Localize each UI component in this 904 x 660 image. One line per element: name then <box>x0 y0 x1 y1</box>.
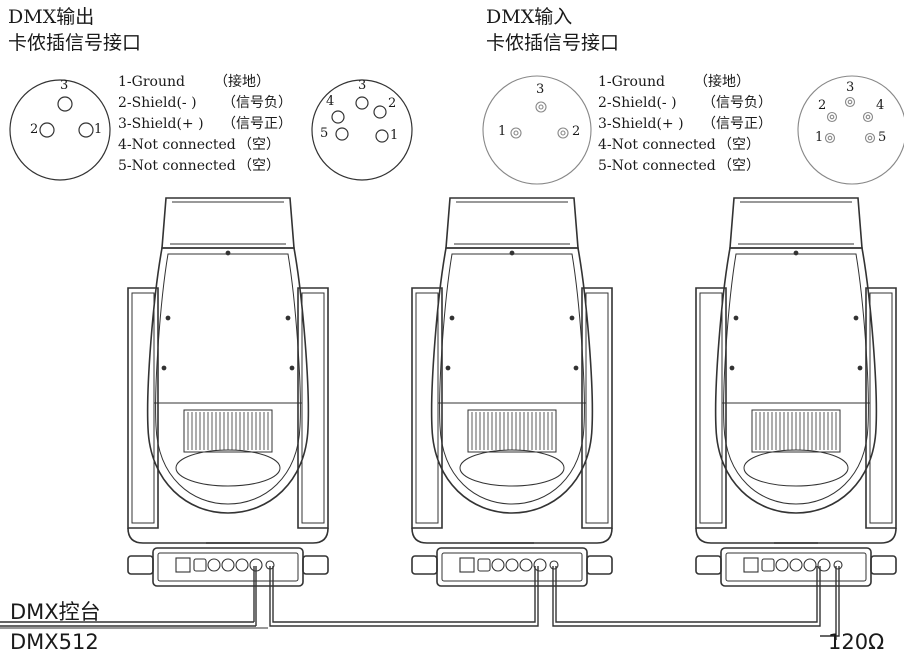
pin-row: 3-Shield(+ ) （信号正） <box>118 114 318 135</box>
pin-desc: 4-Not connected <box>118 137 236 153</box>
pin-number: 2 <box>572 124 581 139</box>
dmx-out-title: DMX输出 <box>8 6 95 28</box>
xlr5-in-connector <box>797 75 904 185</box>
pin-number: 1 <box>94 122 103 137</box>
pin-desc: 4-Not connected <box>598 137 716 153</box>
dmx-in-title: DMX输入 <box>486 6 573 28</box>
pin-row: 4-Not connected（空） <box>118 135 318 156</box>
pin-number: 5 <box>878 130 887 145</box>
terminator-label: 120Ω <box>828 630 885 654</box>
pin-row: 5-Not connected（空） <box>598 156 798 177</box>
pin-number: 1 <box>390 128 399 143</box>
pin-number: 2 <box>30 122 39 137</box>
pin-desc: 5-Not connected <box>598 158 716 174</box>
pin-number: 3 <box>536 82 545 97</box>
pin-desc-cn: （空） <box>718 137 760 153</box>
pin-desc-cn: （信号负） <box>222 95 292 111</box>
pin-desc: 2-Shield(- ) <box>118 95 197 111</box>
pin-row: 5-Not connected（空） <box>118 156 318 177</box>
pin-number: 3 <box>60 78 69 93</box>
pin-row: 1-Ground （接地） <box>118 72 318 93</box>
dmx-in-pin-list: 1-Ground （接地） 2-Shield(- ) （信号负） 3-Shield(… <box>598 72 798 177</box>
pin-desc-cn: （接地） <box>214 74 270 90</box>
pin-number: 2 <box>388 96 397 111</box>
pin-desc: 1-Ground <box>118 74 185 90</box>
pin-number: 5 <box>320 126 329 141</box>
pin-number: 1 <box>815 130 824 145</box>
dmx-out-pin-list: 1-Ground （接地） 2-Shield(- ) （信号负） 3-Shield(… <box>118 72 318 177</box>
pin-row: 1-Ground （接地） <box>598 72 798 93</box>
pin-desc-cn: （信号负） <box>702 95 772 111</box>
pin-row: 3-Shield(+ ) （信号正） <box>598 114 798 135</box>
dmx-out-subtitle: 卡侬插信号接口 <box>8 32 142 54</box>
pin-desc: 1-Ground <box>598 74 665 90</box>
pin-desc-cn: （接地） <box>694 74 750 90</box>
pin-number: 2 <box>818 98 827 113</box>
pin-row: 4-Not connected（空） <box>598 135 798 156</box>
pin-number: 4 <box>876 98 885 113</box>
fixture-3 <box>695 197 897 587</box>
pin-desc-cn: （信号正） <box>222 116 292 132</box>
fixture-1 <box>127 197 329 587</box>
dmx-cable <box>0 566 840 640</box>
pin-desc-cn: （空） <box>718 158 760 174</box>
pin-desc-cn: （空） <box>238 137 280 153</box>
fixture-2 <box>411 197 613 587</box>
pin-desc: 2-Shield(- ) <box>598 95 677 111</box>
xlr3-in-connector <box>482 75 592 185</box>
pin-number: 3 <box>358 78 367 93</box>
controller-label: DMX控台 <box>10 600 101 624</box>
pin-desc-cn: （空） <box>238 158 280 174</box>
xlr5-out-connector <box>311 79 413 181</box>
pin-number: 3 <box>846 80 855 95</box>
pin-number: 4 <box>326 94 335 109</box>
pin-desc: 5-Not connected <box>118 158 236 174</box>
pin-desc: 3-Shield(+ ) <box>598 116 684 132</box>
pin-row: 2-Shield(- ) （信号负） <box>118 93 318 114</box>
protocol-label: DMX512 <box>10 630 99 654</box>
xlr3-out-connector <box>9 79 111 181</box>
dmx-in-subtitle: 卡侬插信号接口 <box>486 32 620 54</box>
pin-desc-cn: （信号正） <box>702 116 772 132</box>
pin-number: 1 <box>498 124 507 139</box>
pin-desc: 3-Shield(+ ) <box>118 116 204 132</box>
pin-row: 2-Shield(- ) （信号负） <box>598 93 798 114</box>
